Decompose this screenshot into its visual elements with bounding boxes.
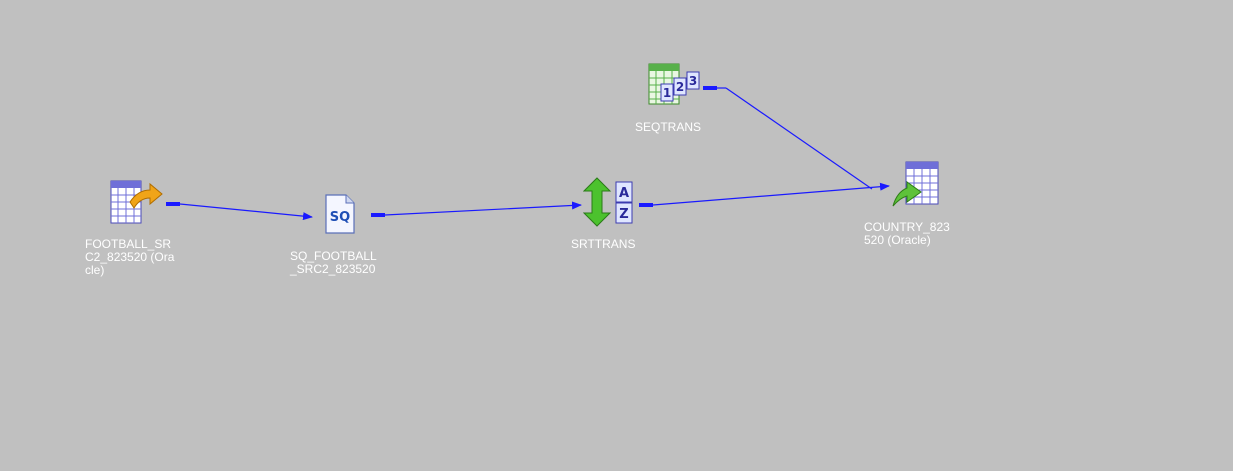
sequence-digit: 3 (689, 74, 697, 88)
target-node[interactable] (891, 158, 943, 212)
sequence-node[interactable]: 1 2 3 (647, 62, 703, 108)
sequence-label: SEQTRANS (635, 121, 701, 134)
source-qualifier-label: SQ_FOOTBALL _SRC2_823520 (290, 250, 377, 276)
source-label-line: FOOTBALL_SR (85, 237, 172, 251)
source-label-line: C2_823520 (Ora (85, 250, 175, 264)
source-qualifier-node[interactable]: SQ (322, 193, 358, 235)
target-table-icon (892, 161, 939, 207)
sequence-digit: 2 (676, 80, 684, 94)
target-label-line: COUNTRY_823 (864, 220, 950, 234)
link-qualifier-to-sorter[interactable] (371, 201, 582, 217)
target-label: COUNTRY_823 520 (Oracle) (864, 221, 950, 247)
sequence-generator-icon: 1 2 3 (648, 63, 700, 105)
sorter-label-line: SRTTRANS (571, 237, 636, 251)
sort-letter-z: Z (619, 207, 628, 222)
source-label: FOOTBALL_SR C2_823520 (Ora cle) (85, 238, 174, 277)
source-qualifier-icon: SQ (325, 194, 355, 234)
sorter-label: SRTTRANS (571, 238, 635, 251)
source-node[interactable] (108, 176, 164, 228)
link-source-to-qualifier[interactable] (166, 202, 313, 221)
source-qualifier-icon-text: SQ (330, 210, 350, 225)
sequence-digit: 1 (663, 86, 671, 100)
link-sorter-to-target[interactable] (639, 182, 890, 207)
link-sequence-to-target[interactable] (703, 86, 873, 190)
source-table-icon (110, 180, 163, 224)
sorter-icon: A Z (583, 177, 633, 227)
sequence-label-line: SEQTRANS (635, 120, 702, 134)
source-label-line: cle) (85, 263, 105, 277)
source-qualifier-label-line: _SRC2_823520 (290, 262, 376, 276)
target-label-line: 520 (Oracle) (864, 233, 931, 247)
sorter-node[interactable]: A Z (583, 177, 639, 229)
sort-letter-a: A (619, 186, 629, 201)
source-qualifier-label-line: SQ_FOOTBALL (290, 249, 377, 263)
